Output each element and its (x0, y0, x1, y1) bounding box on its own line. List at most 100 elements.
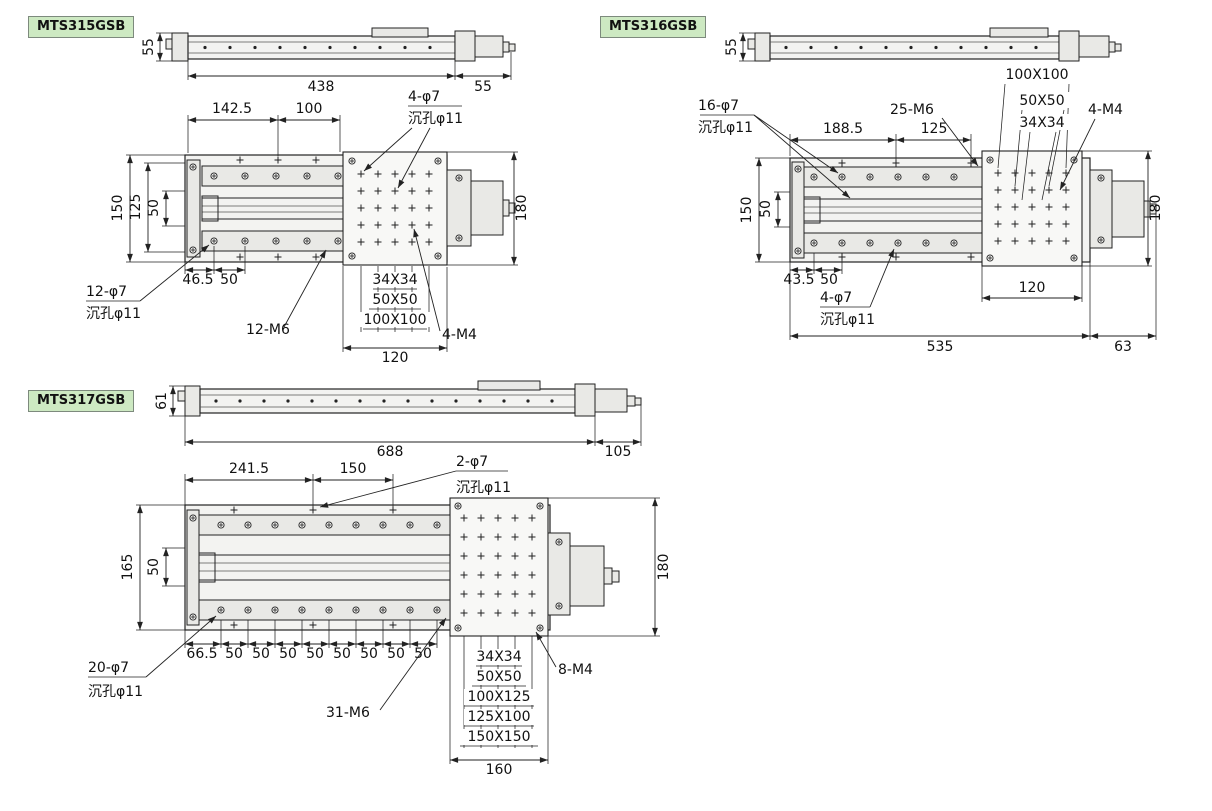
label-bottom-holes: 20-φ7 (88, 660, 129, 676)
top-slot (803, 166, 983, 188)
label-m4: 8-M4 (558, 662, 593, 678)
dim-side-length: 438 (308, 79, 335, 95)
label-grid1: 34X34 (476, 649, 521, 665)
motor-body (474, 35, 504, 58)
dim-bottom1: 46.5 (182, 272, 213, 288)
label-counterbore-bottom: 沉孔φ11 (88, 684, 143, 700)
dim-left-inner: 50 (758, 200, 774, 218)
label-grid4: 125X100 (467, 709, 530, 725)
motor-body (470, 180, 504, 236)
mts317-side-dims: 61 688 105 (154, 385, 642, 460)
mts316-top-dims: 100X100 50X50 34X34 25-M6 4-M4 16-φ7 沉孔φ… (698, 66, 1164, 355)
dim-step-3: 50 (279, 646, 297, 662)
label-top-holes: 16-φ7 (698, 98, 739, 114)
model-badge-mts315gsb: MTS315GSB (28, 16, 135, 38)
dim-side-height: 55 (724, 38, 740, 56)
dim-left-inner: 50 (146, 199, 162, 217)
motor-body (1078, 35, 1110, 58)
rail-body (199, 388, 576, 414)
dim-right: 180 (1148, 195, 1164, 222)
dim-side-overhang: 105 (605, 444, 632, 460)
dim-step-4: 50 (306, 646, 324, 662)
dim-side-height: 61 (154, 392, 170, 410)
dim-right: 180 (514, 195, 530, 222)
dim-stage-width: 160 (486, 762, 513, 778)
label-counterbore-bottom: 沉孔φ11 (820, 312, 875, 328)
bottom-slot (198, 599, 451, 621)
motor-body (1111, 180, 1145, 238)
left-bracket (186, 509, 200, 626)
label-grid3: 100X100 (363, 312, 426, 328)
label-top-holes: 2-φ7 (456, 454, 488, 470)
dim-step-5: 50 (333, 646, 351, 662)
label-thread: 31-M6 (326, 705, 370, 721)
dim-step-7: 50 (387, 646, 405, 662)
stage-plate (449, 497, 549, 637)
end-block (1058, 30, 1080, 62)
top-slot (198, 514, 451, 536)
dim-right: 180 (656, 554, 672, 581)
left-knob (177, 390, 186, 402)
dim-bottom1: 43.5 (783, 272, 814, 288)
left-bracket (171, 32, 189, 62)
dim-width1: 241.5 (229, 461, 269, 477)
label-counterbore-bottom: 沉孔φ11 (86, 306, 141, 322)
left-bracket (754, 32, 771, 62)
dim-stage-width: 120 (382, 350, 409, 366)
mts315-top-view (184, 151, 516, 266)
mts315-side-dims: 55 438 55 (141, 32, 512, 95)
label-grid2: 50X50 (1019, 93, 1064, 109)
label-grid3: 100X125 (467, 689, 530, 705)
label-grid1: 34X34 (372, 272, 417, 288)
model-badge-mts316gsb: MTS316GSB (600, 16, 707, 38)
dim-left-outer: 150 (739, 197, 755, 224)
mts316-drawing: 55 (698, 27, 1164, 355)
motor-body (569, 545, 605, 607)
dim-width2: 150 (340, 461, 367, 477)
dim-width1: 142.5 (212, 101, 252, 117)
label-counterbore-top: 沉孔φ11 (698, 120, 753, 136)
mts317-top-dims: 241.5 150 2-φ7 沉孔φ11 165 50 180 (88, 454, 672, 778)
motor-bracket (446, 169, 472, 247)
dim-left-outer: 150 (110, 195, 126, 222)
label-grid2: 50X50 (476, 669, 521, 685)
dim-base-length: 535 (927, 339, 954, 355)
dim-overhang: 63 (1114, 339, 1132, 355)
mts315-drawing: 55 438 55 (86, 27, 530, 366)
label-top-holes: 4-φ7 (408, 89, 440, 105)
carriage (477, 380, 541, 391)
mts316-side-view (747, 27, 1122, 62)
label-thread: 25-M6 (890, 102, 934, 118)
mts317-top-view (184, 497, 620, 637)
label-bottom-holes: 4-φ7 (820, 290, 852, 306)
rail-body (187, 35, 456, 60)
dim-width2: 125 (921, 121, 948, 137)
dim-bottom1: 66.5 (186, 646, 217, 662)
label-grid2: 50X50 (372, 292, 417, 308)
carriage (371, 27, 429, 38)
left-bracket (184, 385, 201, 417)
dim-side-length: 688 (377, 444, 404, 460)
dim-width1: 188.5 (823, 121, 863, 137)
dim-side-overhang: 55 (474, 79, 492, 95)
dim-step-2: 50 (252, 646, 270, 662)
dim-bottom2: 50 (220, 272, 238, 288)
motor-body (594, 388, 628, 413)
end-block (454, 30, 476, 62)
left-knob (747, 38, 756, 50)
dim-side-height: 55 (141, 38, 157, 56)
label-thread: 12-M6 (246, 322, 290, 338)
mts315-top-dims: 142.5 100 4-φ7 沉孔φ11 150 125 50 180 (86, 89, 530, 366)
label-counterbore-top: 沉孔φ11 (456, 480, 511, 496)
label-grid5: 150X150 (467, 729, 530, 745)
carriage (989, 27, 1049, 38)
label-counterbore-top: 沉孔φ11 (408, 111, 463, 127)
label-bottom-holes: 12-φ7 (86, 284, 127, 300)
dim-width2: 100 (296, 101, 323, 117)
mts315-side-view (165, 27, 516, 62)
label-m4: 4-M4 (442, 327, 477, 343)
dim-step-6: 50 (360, 646, 378, 662)
motor-bracket (1089, 169, 1113, 249)
model-badge-mts317gsb: MTS317GSB (28, 390, 135, 412)
